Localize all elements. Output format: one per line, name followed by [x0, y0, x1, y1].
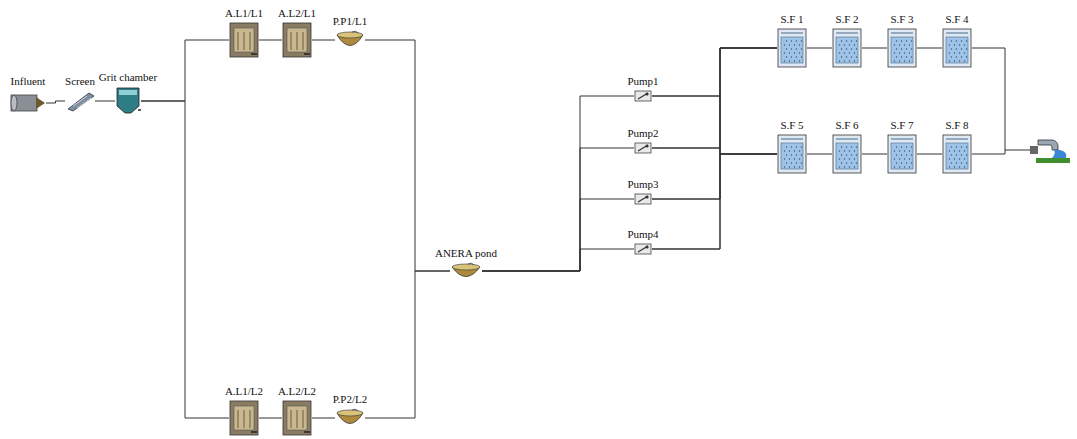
unit-label: A.L1/L1 — [225, 7, 263, 20]
pipe-connector — [259, 40, 282, 41]
unit-label: Pump2 — [627, 127, 658, 140]
sand-filter: S.F 2 — [832, 13, 862, 68]
unit-label: Pump3 — [627, 178, 658, 191]
pond-basin-icon — [450, 262, 482, 280]
sand-filter: S.F 3 — [887, 13, 917, 68]
sand-filter: S.F 7 — [887, 119, 917, 174]
unit-label: S.F 1 — [780, 13, 803, 26]
pipe-connector — [312, 418, 335, 419]
aeration-tank: A.L2/L2 — [278, 385, 316, 436]
outlet-symbol — [1030, 140, 1070, 163]
pump-unit-icon — [634, 193, 652, 205]
pipe-connector — [482, 148, 634, 271]
unit-label: Pump4 — [627, 228, 658, 241]
influent-pipe: Influent — [10, 75, 46, 116]
pump-unit: Pump4 — [627, 228, 658, 255]
unit-label: S.F 4 — [945, 13, 968, 26]
unit-label: ANERA pond — [435, 247, 497, 260]
grit-chamber-icon — [115, 86, 141, 116]
unit-label: S.F 6 — [835, 119, 858, 132]
unit-label: A.L1/L2 — [225, 385, 263, 398]
pump-unit-icon — [634, 142, 652, 154]
sand-filter-icon — [887, 134, 917, 174]
sand-filter-icon — [777, 134, 807, 174]
pond-basin-icon — [335, 408, 365, 428]
pipe-connector — [652, 96, 777, 154]
sand-filter: S.F 4 — [942, 13, 972, 68]
pump-unit: Pump3 — [627, 178, 658, 205]
sand-filter-icon — [777, 28, 807, 68]
unit-label: Influent — [11, 75, 46, 88]
pipe-connector — [482, 199, 634, 271]
unit-label: P.P1/L1 — [333, 15, 368, 28]
pump-unit-icon — [634, 90, 652, 102]
sand-filter: S.F 1 — [777, 13, 807, 68]
sand-filter-icon — [832, 134, 862, 174]
pond-basin: P.P2/L2 — [333, 393, 368, 428]
sand-filter: S.F 5 — [777, 119, 807, 174]
pipe-connector — [917, 154, 942, 155]
aeration-tank: A.L2/L1 — [278, 7, 316, 58]
unit-label: S.F 5 — [780, 119, 803, 132]
sand-filter-icon — [887, 28, 917, 68]
sand-filter-icon — [832, 28, 862, 68]
unit-label: S.F 8 — [945, 119, 968, 132]
aeration-tank-icon — [229, 22, 259, 58]
pipe-connector — [46, 101, 65, 103]
aeration-tank-icon — [282, 400, 312, 436]
sand-filter: S.F 8 — [942, 119, 972, 174]
pond-basin: ANERA pond — [435, 247, 497, 280]
pipe-connector — [652, 48, 777, 96]
pipe-connector — [652, 148, 777, 154]
unit-label: Pump1 — [627, 75, 658, 88]
pipe-connector — [652, 154, 777, 249]
screen-unit-icon — [65, 90, 95, 112]
aeration-tank-icon — [282, 22, 312, 58]
pipe-connector — [365, 271, 450, 418]
pipe-connector — [141, 40, 229, 101]
pond-basin: P.P1/L1 — [333, 15, 368, 50]
pipe-connector — [652, 154, 777, 199]
pipe-connector — [862, 48, 887, 49]
unit-label: P.P2/L2 — [333, 393, 368, 406]
pipe-connector — [482, 249, 634, 271]
pump-unit: Pump1 — [627, 75, 658, 102]
pipe-connector — [917, 48, 942, 49]
unit-label: S.F 2 — [835, 13, 858, 26]
unit-label: A.L2/L2 — [278, 385, 316, 398]
influent-pipe-icon — [10, 90, 46, 116]
pond-basin-icon — [335, 30, 365, 50]
unit-label: Grit chamber — [99, 71, 157, 84]
screen-unit: Screen — [65, 75, 95, 112]
unit-label: S.F 7 — [890, 119, 913, 132]
pump-unit-icon — [634, 243, 652, 255]
pipe-connector — [807, 154, 832, 155]
pipe-connector — [141, 101, 229, 418]
unit-label: S.F 3 — [890, 13, 913, 26]
pipe-connector — [482, 96, 634, 271]
sand-filter-icon — [942, 28, 972, 68]
unit-label: Screen — [65, 75, 95, 88]
pump-unit: Pump2 — [627, 127, 658, 154]
pipe-connector — [365, 40, 450, 271]
pipe-connector — [862, 154, 887, 155]
sand-filter: S.F 6 — [832, 119, 862, 174]
grit-chamber: Grit chamber — [99, 71, 157, 116]
pipe-connector — [312, 40, 335, 41]
aeration-tank: A.L1/L1 — [225, 7, 263, 58]
pipe-connector — [807, 48, 832, 49]
pipe-connector — [652, 48, 777, 199]
sand-filter-icon — [942, 134, 972, 174]
pipe-connector — [652, 48, 777, 249]
pipe-connector — [652, 48, 777, 148]
pipe-connector — [95, 101, 115, 102]
outlet-pipe — [972, 48, 1030, 154]
pipe-connector — [259, 418, 282, 419]
aeration-tank: A.L1/L2 — [225, 385, 263, 436]
unit-label: A.L2/L1 — [278, 7, 316, 20]
aeration-tank-icon — [229, 400, 259, 436]
